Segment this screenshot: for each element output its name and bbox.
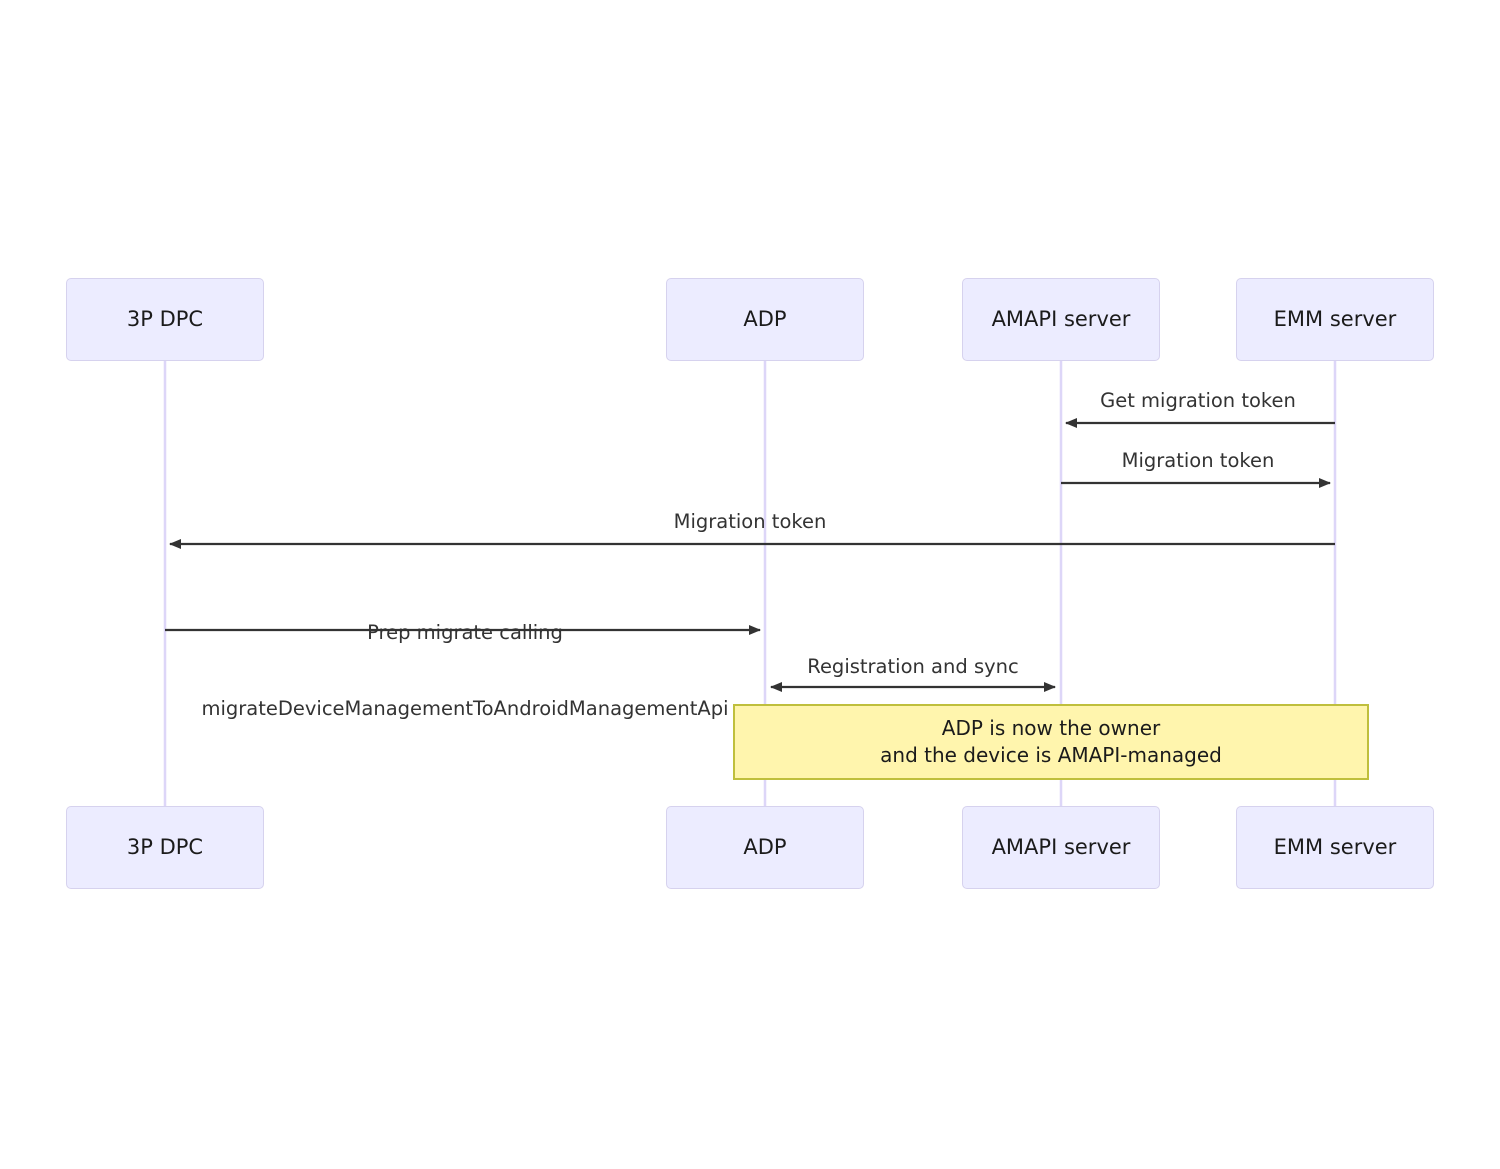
- participant-label-amapi: AMAPI server: [991, 306, 1131, 331]
- participant-bottom-amapi[interactable]: AMAPI server: [962, 806, 1160, 889]
- participant-bottom-dpc[interactable]: 3P DPC: [66, 806, 264, 889]
- participant-bottom-adp[interactable]: ADP: [666, 806, 864, 889]
- participant-top-adp[interactable]: ADP: [666, 278, 864, 361]
- note-line-2: and the device is AMAPI-managed: [880, 743, 1222, 767]
- participant-top-dpc[interactable]: 3P DPC: [66, 278, 264, 361]
- participant-label-emm: EMM server: [1273, 306, 1397, 331]
- participant-label-dpc-bottom: 3P DPC: [126, 834, 204, 859]
- note-adp-owner: ADP is now the owner and the device is A…: [733, 704, 1369, 780]
- participant-top-emm[interactable]: EMM server: [1236, 278, 1434, 361]
- participant-label-dpc: 3P DPC: [126, 306, 204, 331]
- note-line-1: ADP is now the owner: [941, 716, 1161, 740]
- participant-label-adp-bottom: ADP: [743, 834, 787, 859]
- message-arrows: [165, 418, 1335, 692]
- participant-bottom-emm[interactable]: EMM server: [1236, 806, 1434, 889]
- participant-label-emm-bottom: EMM server: [1273, 834, 1397, 859]
- participant-label-amapi-bottom: AMAPI server: [991, 834, 1131, 859]
- participant-top-amapi[interactable]: AMAPI server: [962, 278, 1160, 361]
- participant-label-adp: ADP: [743, 306, 787, 331]
